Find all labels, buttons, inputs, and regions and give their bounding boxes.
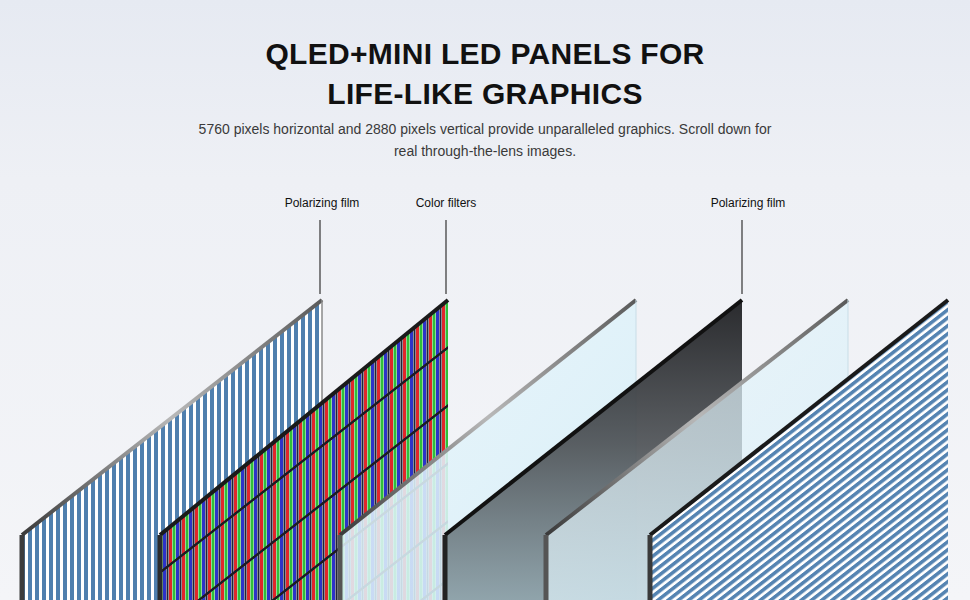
page-title: QLED+MINI LED PANELS FOR LIFE-LIKE GRAPH… [225,34,745,114]
polarizing-film-panel [640,290,960,600]
leader-line [445,220,446,294]
part-label: Color filters [416,195,477,211]
subtitle: 5760 pixels horizontal and 2880 pixels v… [197,118,773,162]
leader-line [319,220,320,294]
part-label: Polarizing film [285,195,360,211]
part-label: Polarizing film [711,195,786,211]
leader-line [741,220,742,294]
